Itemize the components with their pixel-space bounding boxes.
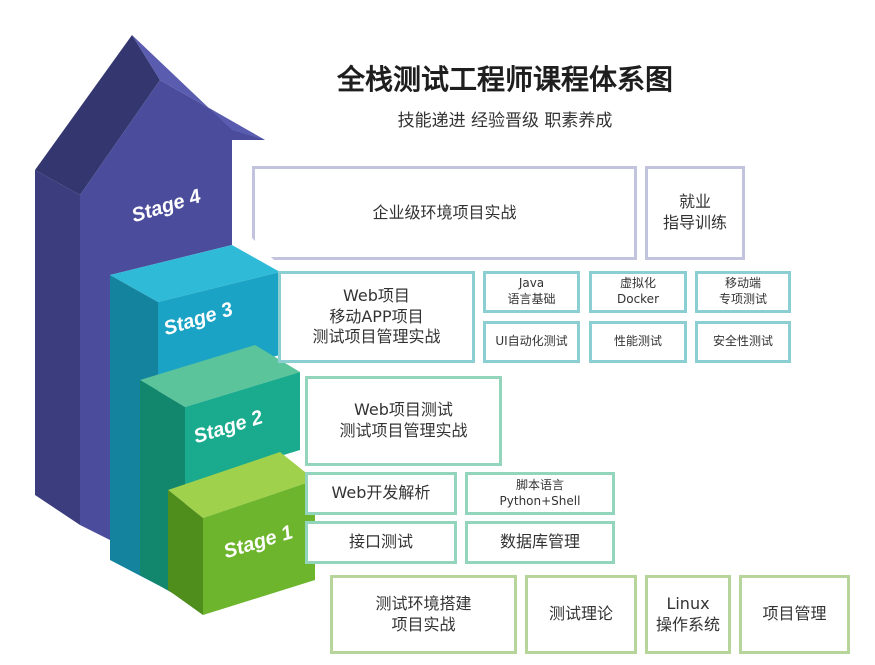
- stage1-block-front: [203, 480, 315, 615]
- box-database-management: 数据库管理: [465, 521, 615, 564]
- stage2-block-top: [140, 345, 300, 407]
- box-enterprise-project: 企业级环境项目实战: [252, 166, 637, 260]
- page-title: 全栈测试工程师课程体系图: [336, 63, 673, 96]
- box-script-language: 脚本语言 Python+Shell: [465, 472, 615, 515]
- box-performance-testing: 性能测试: [589, 321, 687, 363]
- box-security-testing: 安全性测试: [695, 321, 791, 363]
- box-api-testing: 接口测试: [305, 521, 457, 564]
- stage3-block-top: [110, 245, 280, 302]
- page-subtitle: 技能递进 经验晋级 职素养成: [397, 111, 613, 131]
- box-web-project-testing: Web项目测试 测试项目管理实战: [305, 376, 502, 466]
- stage1-block-top: [168, 452, 315, 518]
- box-docker: 虚拟化 Docker: [589, 271, 687, 313]
- box-mobile-testing: 移动端 专项测试: [695, 271, 791, 313]
- box-java-basics: Java 语言基础: [483, 271, 580, 313]
- box-ui-automation: UI自动化测试: [483, 321, 580, 363]
- box-testing-theory: 测试理论: [525, 575, 637, 654]
- stage4-arrow-head-side: [35, 35, 160, 195]
- stage4-arrow-side: [35, 170, 80, 525]
- box-web-dev-analysis: Web开发解析: [305, 472, 457, 515]
- box-project-management: 项目管理: [739, 575, 850, 654]
- stage4-arrow-body: [80, 80, 265, 540]
- stage1-block-side: [168, 490, 203, 615]
- box-test-environment: 测试环境搭建 项目实战: [330, 575, 517, 654]
- box-web-mobile-projects: Web项目 移动APP项目 测试项目管理实战: [278, 271, 475, 363]
- box-employment-guidance: 就业 指导训练: [645, 166, 745, 260]
- box-linux: Linux 操作系统: [645, 575, 731, 654]
